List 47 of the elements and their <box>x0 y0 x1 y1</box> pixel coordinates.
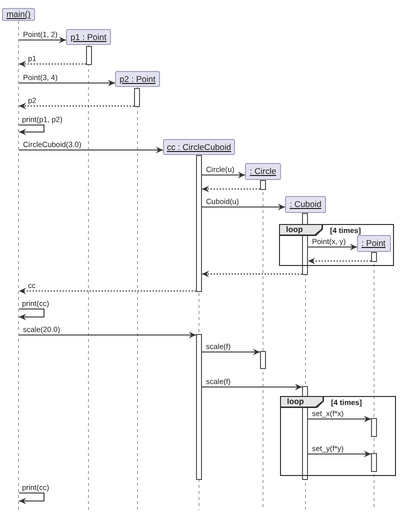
participant-name: : Cuboid <box>290 200 322 209</box>
participant-name: p1 : Point <box>70 32 106 42</box>
participant-name: : Circle <box>250 167 276 176</box>
activation-bar <box>86 46 92 65</box>
activation-bar <box>260 351 266 369</box>
return-arrow <box>202 186 260 192</box>
fragment-tab: loop <box>280 225 323 236</box>
message-arrow <box>18 36 66 44</box>
message-arrow <box>18 80 116 86</box>
participant-box <box>356 234 390 252</box>
fragment-tab: loop <box>281 397 324 408</box>
message-arrow <box>18 146 164 154</box>
self-message-arrow <box>18 492 44 504</box>
fragment-frame <box>279 224 394 266</box>
participant-box <box>115 71 160 87</box>
message-arrow <box>202 204 286 210</box>
activation-bar <box>134 88 140 107</box>
activation-bar <box>370 418 376 436</box>
message-arrow <box>308 416 372 422</box>
participant-name: : Point <box>361 238 386 248</box>
message-arrow <box>308 244 358 250</box>
participant-name: p2 : Point <box>120 74 156 84</box>
participant-box <box>245 163 281 180</box>
fragment-frame <box>280 396 396 476</box>
return-arrow <box>18 288 196 294</box>
participant-box <box>2 8 35 21</box>
self-message-arrow <box>18 124 44 136</box>
participant-name: cc : CircleCuboid <box>166 142 232 152</box>
message-arrow <box>202 384 302 390</box>
message-arrow <box>308 450 372 458</box>
return-arrow <box>308 258 372 264</box>
message-arrow <box>202 172 246 178</box>
message-arrow <box>18 332 196 338</box>
message-arrow <box>202 348 260 356</box>
self-message-arrow <box>18 308 44 320</box>
participant-box <box>163 139 235 155</box>
activation-bar <box>260 180 266 190</box>
participant-name: main() <box>6 10 31 19</box>
participant-box <box>285 196 326 213</box>
return-arrow <box>18 102 134 110</box>
participant-box <box>66 29 111 45</box>
return-arrow <box>18 60 86 68</box>
lifeline <box>18 21 19 510</box>
activation-bar <box>370 452 376 472</box>
activation-bar <box>196 155 202 292</box>
return-arrow <box>202 270 302 278</box>
activation-bar <box>196 334 202 480</box>
